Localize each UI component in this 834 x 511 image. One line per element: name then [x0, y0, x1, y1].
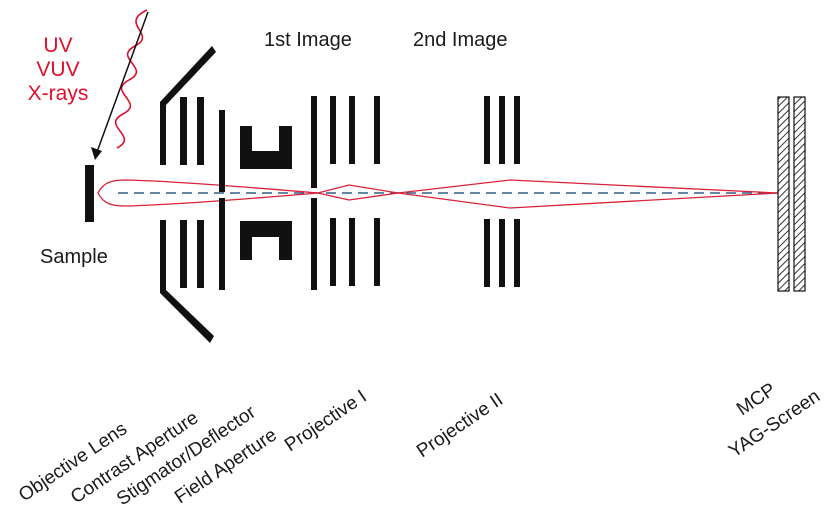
component-labels: Objective Lens Contrast Aperture Stigmat… [15, 379, 824, 510]
sample-plate [85, 165, 94, 222]
label-projective-2: Projective II [413, 389, 507, 462]
label-projective-1: Projective I [281, 386, 371, 456]
contrast-aperture [219, 110, 225, 290]
objective-electrode [197, 220, 204, 288]
objective-electrode [180, 220, 187, 288]
mcp-detector [777, 96, 790, 292]
yag-screen [793, 96, 806, 292]
first-image-label: 1st Image [264, 29, 352, 51]
objective-lens [160, 46, 216, 343]
objective-electrode [180, 97, 187, 165]
radiation-source: UV VUV X-rays [28, 9, 149, 160]
source-label-uv: UV [43, 34, 72, 57]
incident-ray-arrow [96, 11, 149, 153]
incident-wave-icon [114, 9, 148, 149]
objective-cone-bottom [160, 220, 214, 343]
field-aperture [311, 96, 317, 290]
arrowhead-icon [91, 147, 102, 160]
electron-beam-envelope [97, 179, 779, 209]
stigmator-deflector [240, 126, 292, 260]
projective-lens-1 [330, 96, 380, 286]
source-label-vuv: VUV [36, 58, 79, 81]
objective-electrode [197, 97, 204, 165]
projective-lens-2 [484, 96, 520, 287]
second-image-label: 2nd Image [413, 29, 508, 51]
source-label-xrays: X-rays [28, 82, 89, 105]
objective-cone-top [160, 46, 216, 165]
sample-label: Sample [40, 246, 108, 268]
